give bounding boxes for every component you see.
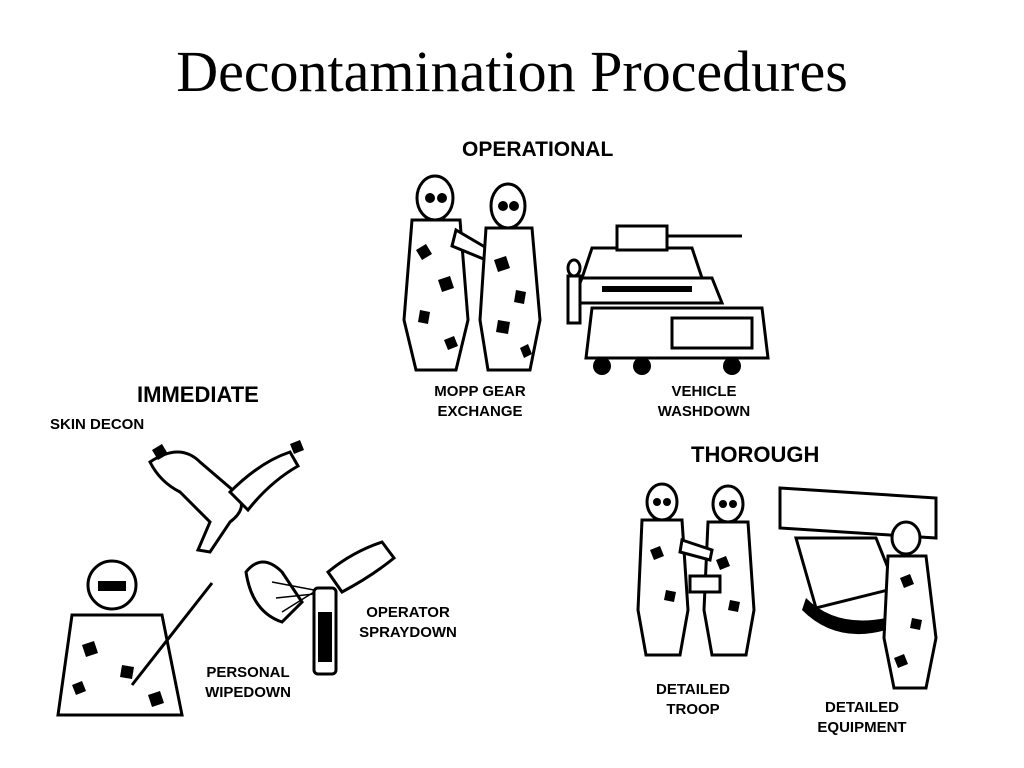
personal-wipedown-label: PERSONAL WIPEDOWN: [205, 664, 291, 701]
operator-spraydown-illustration: [232, 532, 407, 680]
immediate-heading: IMMEDIATE: [137, 382, 259, 407]
detailed-equipment-label: DETAILED EQUIPMENT: [817, 699, 907, 736]
thorough-heading: THOROUGH: [691, 442, 820, 467]
personal-wipedown-illustration: [52, 555, 222, 717]
vehicle-washdown-illustration: [562, 208, 772, 376]
skin-decon-label: SKIN DECON: [50, 416, 145, 433]
skin-decon-illustration: [140, 432, 310, 567]
mopp-gear-exchange-illustration: [390, 170, 550, 375]
slide-title: Decontamination Procedures: [176, 39, 848, 104]
detailed-troop-label: DETAILED TROOP: [656, 681, 730, 718]
vehicle-washdown-label: VEHICLE WASHDOWN: [657, 383, 751, 420]
detailed-troop-illustration: [630, 480, 760, 658]
detailed-equipment-illustration: [776, 478, 950, 696]
mopp-gear-exchange-label: MOPP GEAR EXCHANGE: [434, 383, 526, 420]
operator-spraydown-label: OPERATOR SPRAYDOWN: [359, 604, 457, 641]
operational-heading: OPERATIONAL: [462, 138, 614, 161]
